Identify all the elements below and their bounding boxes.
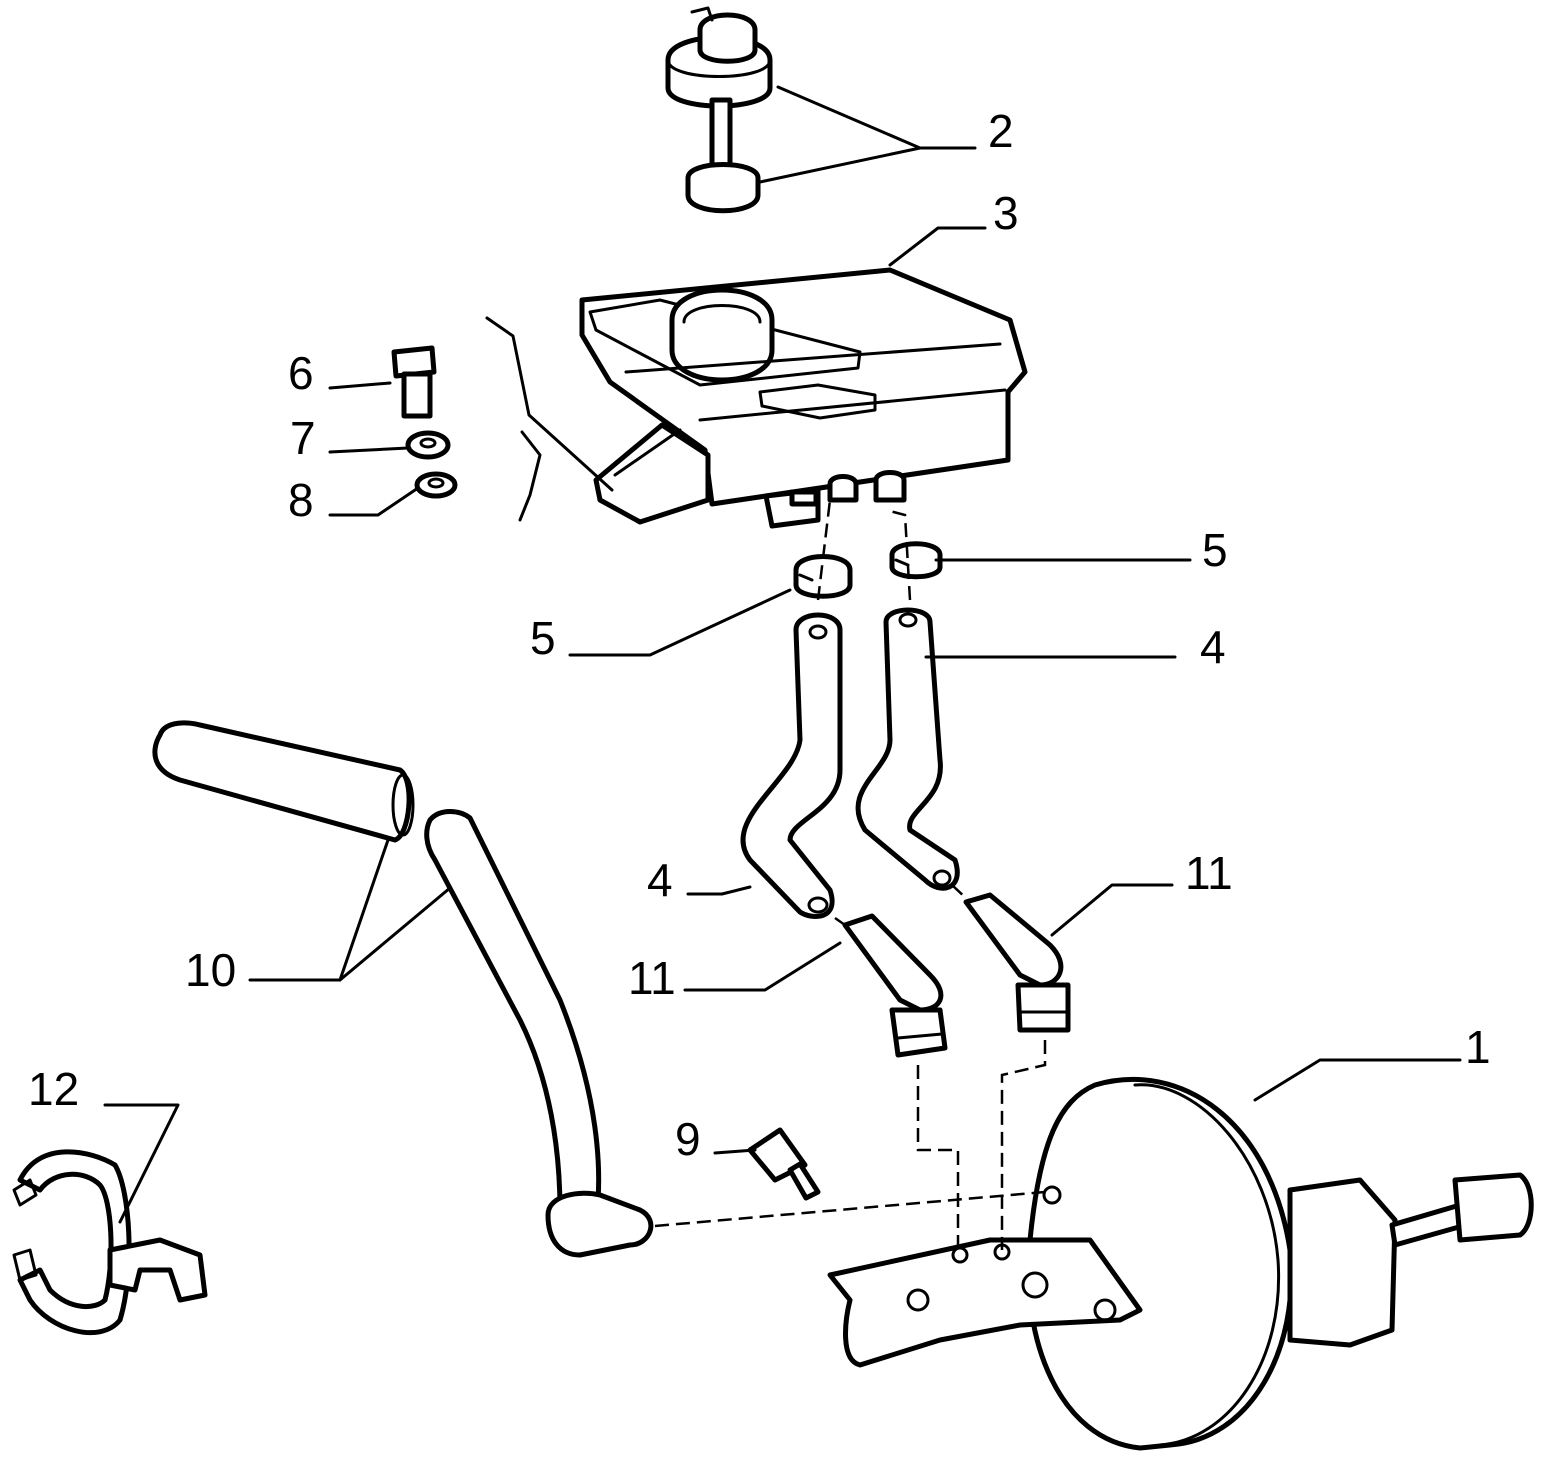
callouts: 1 2 3 4 4 5 5 6 7 8 9 10 11 11 12: [28, 105, 1491, 1165]
callout-7: 7: [290, 412, 316, 464]
hose-left-part: [740, 612, 843, 920]
callout-2: 2: [988, 105, 1014, 157]
vacuum-hose-part: [152, 720, 654, 1258]
fitting-left-part: [842, 913, 948, 1058]
callout-6: 6: [288, 347, 314, 399]
spacer-part: [414, 471, 458, 499]
callout-8: 8: [288, 474, 314, 526]
bolt-part: [391, 345, 437, 419]
hose-clamp-left-part: [793, 554, 853, 599]
fitting-right-part: [963, 892, 1071, 1033]
callout-3: 3: [993, 187, 1019, 239]
washer-part: [405, 430, 451, 460]
bracket-part: [12, 1149, 208, 1336]
check-valve-part: [747, 1127, 821, 1201]
callout-5-right: 5: [1202, 524, 1228, 576]
hose-right-part: [855, 607, 960, 891]
brake-booster-part: [827, 1076, 1534, 1451]
callout-11-upper: 11: [1185, 847, 1233, 899]
callout-12: 12: [28, 1063, 79, 1115]
callout-5-left: 5: [530, 612, 556, 664]
callout-9: 9: [675, 1113, 701, 1165]
callout-10: 10: [185, 944, 236, 996]
assembly-guides: [654, 499, 1047, 1255]
callout-11-lower: 11: [628, 952, 676, 1004]
callout-4-upper: 4: [1200, 621, 1226, 673]
hose-clamp-right-part: [889, 541, 943, 580]
callout-1: 1: [1465, 1021, 1491, 1073]
leader-lines: [103, 85, 1462, 1224]
callout-4-lower: 4: [647, 854, 673, 906]
reservoir-cap-part: [665, 6, 773, 214]
fluid-reservoir-part: [485, 267, 1028, 529]
